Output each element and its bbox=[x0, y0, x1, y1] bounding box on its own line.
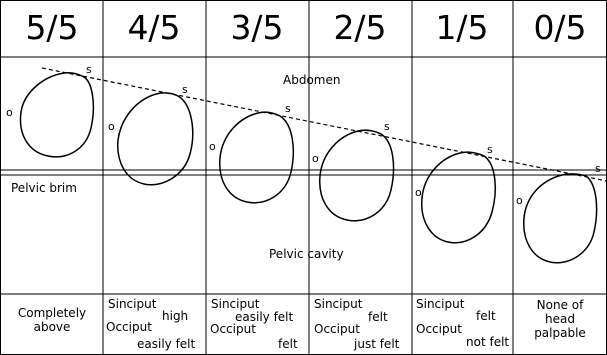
descent-dashed-line bbox=[41, 67, 607, 182]
fraction-3-5: 3/5 bbox=[230, 8, 284, 47]
abdomen-label: Abdomen bbox=[283, 73, 341, 87]
fetal-head-outline-3-5 bbox=[219, 111, 294, 204]
sinciput-status-2-5: felt bbox=[368, 310, 388, 324]
occiput-label-2-5: Occiput bbox=[314, 322, 360, 336]
fetal-head-outline-0-5 bbox=[523, 173, 598, 264]
fetal-head-outline-2-5 bbox=[319, 129, 395, 222]
column-0-5-description: None of head palpable bbox=[514, 298, 606, 340]
occiput-status-4-5: easily felt bbox=[137, 337, 196, 351]
occiput-marker: o bbox=[516, 194, 523, 207]
description-line: None of bbox=[536, 298, 584, 312]
sinciput-label-4-5: Sinciput bbox=[108, 297, 157, 311]
sinciput-status-3-5: easily felt bbox=[235, 310, 294, 324]
occiput-label-1-5: Occiput bbox=[416, 322, 462, 336]
sinciput-marker: s bbox=[487, 143, 493, 156]
fetal-head-outline-1-5 bbox=[421, 151, 497, 244]
sinciput-marker: s bbox=[285, 102, 291, 115]
description-line: head bbox=[545, 312, 575, 326]
pelvic-brim-label: Pelvic brim bbox=[11, 181, 77, 195]
occiput-marker: o bbox=[312, 152, 319, 165]
sinciput-marker: s bbox=[182, 83, 188, 96]
fetal-head-outline-5-5 bbox=[19, 72, 94, 158]
fraction-5-5: 5/5 bbox=[25, 8, 79, 47]
occiput-marker: o bbox=[209, 140, 216, 153]
pelvic-cavity-label: Pelvic cavity bbox=[269, 247, 344, 261]
description-line: palpable bbox=[534, 326, 586, 340]
description-line: above bbox=[33, 320, 71, 334]
sinciput-status-1-5: felt bbox=[476, 309, 496, 323]
occiput-status-1-5: not felt bbox=[466, 335, 510, 349]
fraction-1-5: 1/5 bbox=[435, 8, 489, 47]
occiput-label-3-5: Occiput bbox=[210, 322, 256, 336]
sinciput-marker: s bbox=[595, 162, 601, 175]
fraction-0-5: 0/5 bbox=[533, 8, 587, 47]
description-line: Completely bbox=[17, 306, 87, 320]
column-5-5-description: Completely above bbox=[3, 306, 101, 334]
sinciput-status-4-5: high bbox=[162, 309, 189, 323]
occiput-status-3-5: felt bbox=[278, 337, 298, 351]
fetal-head-outline-4-5 bbox=[117, 92, 194, 186]
sinciput-marker: s bbox=[384, 120, 390, 133]
occiput-label-4-5: Occiput bbox=[106, 320, 152, 334]
occiput-marker: o bbox=[415, 186, 422, 199]
occiput-marker: o bbox=[6, 106, 13, 119]
sinciput-label-3-5: Sinciput bbox=[211, 297, 260, 311]
sinciput-label-1-5: Sinciput bbox=[416, 297, 465, 311]
occiput-marker: o bbox=[108, 120, 115, 133]
occiput-status-2-5: just felt bbox=[354, 337, 400, 351]
sinciput-label-2-5: Sinciput bbox=[314, 297, 363, 311]
fraction-2-5: 2/5 bbox=[333, 8, 387, 47]
sinciput-marker: s bbox=[86, 63, 92, 76]
fraction-4-5: 4/5 bbox=[127, 8, 181, 47]
